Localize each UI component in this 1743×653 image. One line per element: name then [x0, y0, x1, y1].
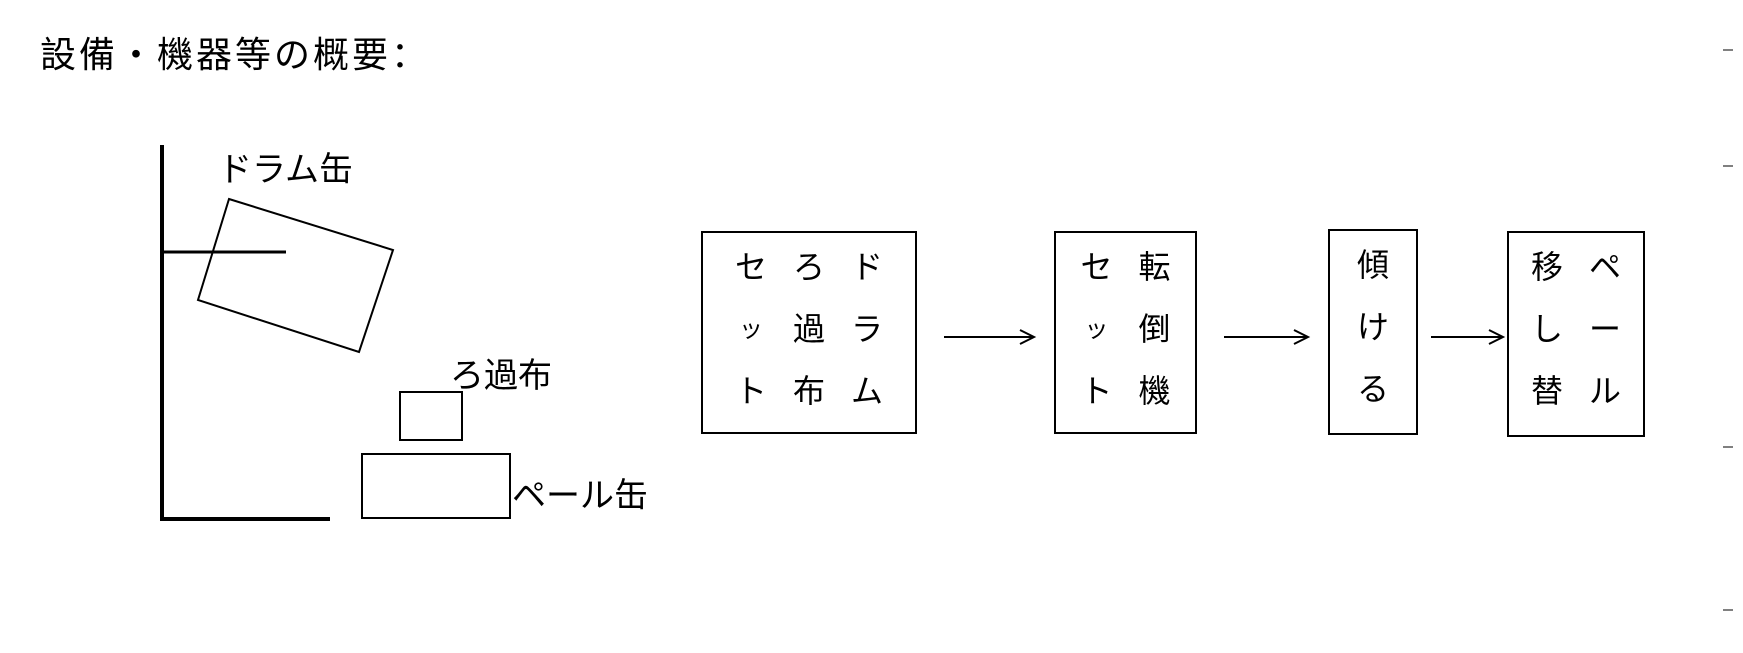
step-char: セ — [1080, 248, 1113, 286]
step-char: る — [1356, 370, 1389, 408]
step-char: 倒 — [1138, 310, 1171, 348]
step-box-drum-filter-set: ド ラ ム ろ 過 布 セ ッ ト — [701, 231, 917, 434]
step-char: 替 — [1530, 372, 1563, 410]
step-char: ラ — [850, 310, 883, 348]
step-char: 転 — [1138, 248, 1171, 286]
arrow-2 — [1224, 329, 1311, 345]
step-char: ト — [734, 372, 767, 410]
step-char: ー — [1588, 310, 1621, 348]
drum-can-label: ドラム缶 — [218, 150, 353, 190]
text-column: ろ 過 布 — [790, 249, 828, 432]
arrow-1 — [944, 329, 1037, 345]
text-column: 転 倒 機 — [1136, 249, 1174, 432]
step-char: け — [1356, 308, 1389, 346]
step-char: ろ — [792, 248, 825, 286]
arrow-3 — [1431, 329, 1506, 345]
step-char: ト — [1080, 372, 1113, 410]
step-char: 過 — [792, 310, 825, 348]
step-box-pail-transfer: ペ ー ル 移 し 替 — [1507, 231, 1645, 437]
text-column: セ ッ ト — [732, 249, 770, 432]
step-char: し — [1530, 310, 1563, 348]
step-char: ッ — [1084, 315, 1109, 343]
text-column: 移 し 替 — [1528, 249, 1566, 435]
step-box-tilt: 傾 け る — [1328, 229, 1418, 435]
text-column: セ ッ ト — [1078, 249, 1116, 432]
step-char: ッ — [739, 315, 763, 343]
step-char: ド — [850, 248, 883, 286]
text-column: ド ラ ム — [848, 249, 886, 432]
filter-cloth-shape — [399, 391, 463, 441]
step-char: ペ — [1588, 248, 1621, 286]
step-char: 機 — [1138, 372, 1171, 410]
step-char: 移 — [1530, 248, 1563, 286]
margin-ticks — [1723, 49, 1733, 611]
step-char: セ — [734, 248, 767, 286]
step-box-tilter-set: 転 倒 機 セ ッ ト — [1054, 231, 1197, 434]
step-char: 布 — [792, 372, 825, 410]
step-char: 傾 — [1356, 246, 1389, 284]
text-column: 傾 け る — [1354, 247, 1392, 433]
step-char: ム — [850, 372, 883, 410]
page-title: 設備・機器等の概要： — [40, 35, 431, 76]
drum-can-shape — [196, 197, 395, 354]
filter-cloth-label: ろ過布 — [450, 356, 552, 396]
pail-can-shape — [361, 453, 511, 519]
text-column: ペ ー ル — [1586, 249, 1624, 435]
pail-can-label: ペール缶 — [512, 476, 648, 516]
step-char: ル — [1588, 372, 1621, 410]
